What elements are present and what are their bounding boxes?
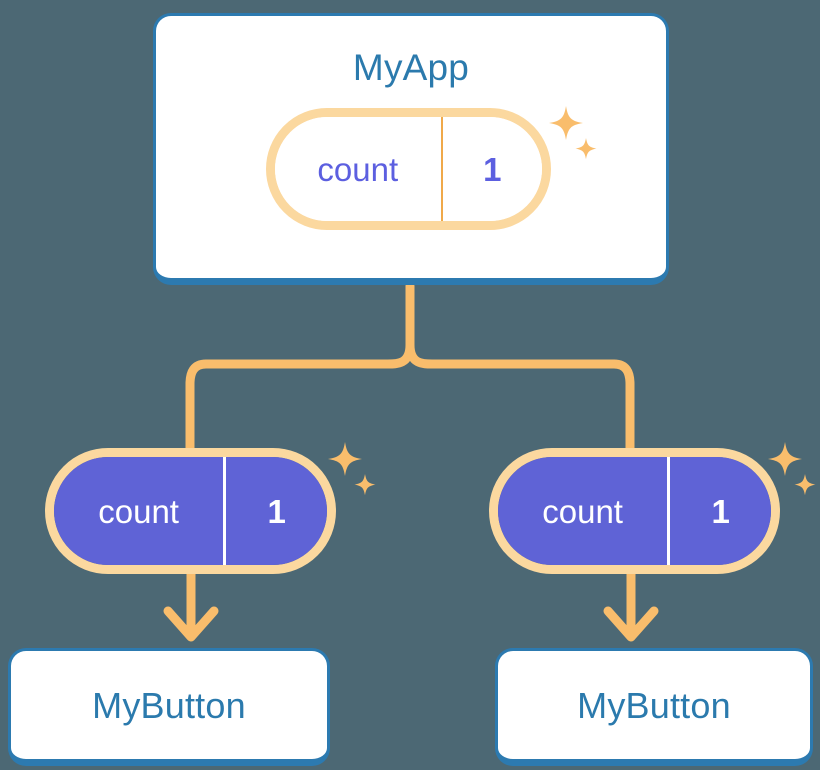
- state-pill-body: count 1: [45, 448, 336, 574]
- state-pill-key: count: [317, 150, 399, 188]
- card-mybutton-left[interactable]: MyButton: [8, 648, 330, 766]
- connector-branch-right: [405, 340, 635, 453]
- card-mybutton-left-title: MyButton: [92, 685, 246, 726]
- state-pill-body: count 1: [489, 448, 780, 574]
- state-pill-myapp[interactable]: count 1: [266, 108, 551, 230]
- state-pill-right[interactable]: count 1: [489, 448, 780, 574]
- state-pill-inner: count 1: [275, 117, 542, 221]
- card-mybutton-right-title: MyButton: [577, 685, 731, 726]
- card-mybutton-right[interactable]: MyButton: [495, 648, 813, 766]
- state-pill-key: count: [542, 492, 623, 530]
- card-myapp-title: MyApp: [352, 47, 470, 88]
- state-pill-inner: count 1: [54, 457, 327, 565]
- state-pill-value: 1: [667, 457, 771, 565]
- arrow-down-right: [603, 563, 659, 642]
- state-pill-key: count: [98, 492, 179, 530]
- state-pill-value: 1: [440, 117, 542, 221]
- state-pill-left[interactable]: count 1: [45, 448, 336, 574]
- state-pill-value: 1: [223, 457, 327, 565]
- arrow-down-left: [163, 563, 219, 642]
- connector-branch-left: [185, 340, 415, 453]
- state-pill-inner: count 1: [498, 457, 771, 565]
- state-pill-body: count 1: [266, 108, 551, 230]
